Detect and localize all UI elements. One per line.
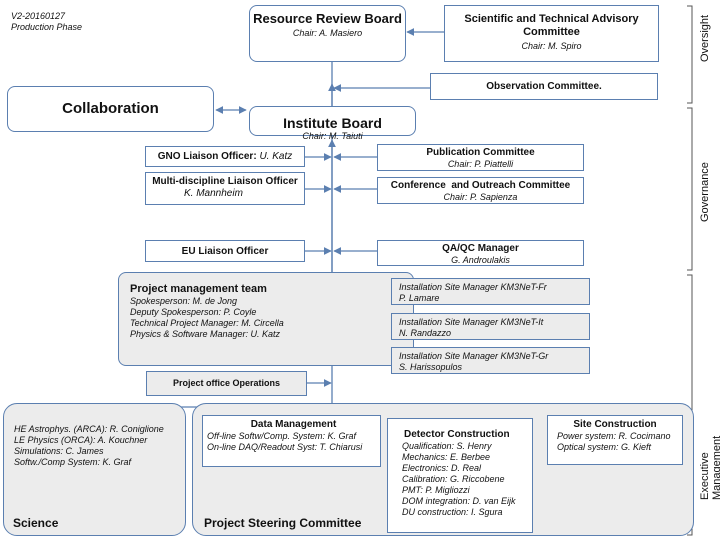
- site-construction-box: Site Construction Power system: R. Cocim…: [547, 415, 683, 465]
- multi-name: K. Mannheim: [184, 188, 243, 199]
- resource-review-board-box: Resource Review Board Chair: A. Masiero: [249, 5, 406, 62]
- pmt-line: Technical Project Manager: M. Circella: [130, 318, 284, 328]
- science-line: HE Astrophys. (ARCA): R. Coniglione: [14, 424, 164, 434]
- conference-outreach-committee-box: Conference and Outreach Committee Chair:…: [377, 177, 584, 204]
- rrb-chair: Chair: A. Masiero: [292, 28, 363, 38]
- site-manager-it-box: Installation Site Manager KM3NeT-It N. R…: [391, 313, 590, 340]
- site-manager-fr-box: Installation Site Manager KM3NeT-Fr P. L…: [391, 278, 590, 305]
- publication-committee-box: Publication Committee Chair: P. Piattell…: [377, 144, 584, 171]
- dc-line: DU construction: I. Sgura: [402, 507, 503, 517]
- executive-management-label: Executive Management: [699, 435, 720, 500]
- pmt-line: Deputy Spokesperson: P. Coyle: [130, 307, 257, 317]
- dc-line: Mechanics: E. Berbee: [402, 452, 491, 462]
- detector-construction-box: Detector Construction Qualification: S. …: [387, 418, 533, 533]
- dc-line: Electronics: D. Real: [402, 463, 482, 473]
- sc-line: Power system: R. Cocimano: [557, 431, 671, 441]
- collaboration-box: Collaboration: [7, 86, 214, 132]
- project-management-team-box: Project management team Spokesperson: M.…: [118, 272, 414, 366]
- data-management-box: Data Management Off-line Softw/Comp. Sys…: [202, 415, 381, 467]
- ib-chair: Chair: M. Taiuti: [302, 131, 363, 141]
- science-line: Softw./Comp System: K. Graf: [14, 457, 132, 467]
- poo-title: Project office Operations: [172, 378, 281, 388]
- dm-line: Off-line Softw/Comp. System: K. Graf: [207, 431, 357, 441]
- conf-chair: Chair: P. Sapienza: [443, 192, 518, 202]
- phase-label: Production Phase: [11, 22, 83, 32]
- observation-committee-box: Observation Committee.: [430, 73, 658, 100]
- dc-line: DOM integration: D. van Eijk: [402, 496, 516, 506]
- qa-title: QA/QC Manager: [442, 243, 519, 254]
- institute-board-text: Institute Board Chair: M. Taiuti: [249, 115, 416, 142]
- dc-title: Detector Construction: [404, 429, 510, 440]
- governance-label: Governance: [699, 162, 711, 222]
- dm-title: Data Management: [250, 419, 337, 430]
- gno-label: GNO Liaison Officer:: [157, 151, 257, 162]
- site1-line2: P. Lamare: [399, 293, 440, 303]
- psc-title: Project Steering Committee: [204, 516, 362, 530]
- science-line: Simulations: C. James: [14, 446, 104, 456]
- site3-line1: Installation Site Manager KM3NeT-Gr: [399, 351, 549, 361]
- site-manager-gr-box: Installation Site Manager KM3NeT-Gr S. H…: [391, 347, 590, 374]
- science-box: HE Astrophys. (ARCA): R. Coniglione LE P…: [3, 403, 186, 536]
- rrb-title: Resource Review Board: [253, 11, 402, 26]
- dc-line: Qualification: S. Henry: [402, 441, 492, 451]
- multi-discipline-liaison-box: Multi-discipline Liaison Officer K. Mann…: [145, 172, 305, 205]
- pub-chair: Chair: P. Piattelli: [447, 159, 514, 169]
- obs-title: Observation Committee.: [486, 81, 602, 92]
- collaboration-title: Collaboration: [62, 100, 159, 117]
- gno-name: U. Katz: [259, 151, 293, 162]
- pmt-line: Spokesperson: M. de Jong: [130, 296, 238, 306]
- eu-label: EU Liaison Officer: [181, 246, 269, 257]
- site2-line2: N. Randazzo: [399, 328, 452, 338]
- science-title: Science: [13, 516, 59, 530]
- sc-title: Site Construction: [573, 419, 657, 430]
- version-label: V2-20160127: [11, 11, 66, 21]
- stac-title: Scientific and Technical Advisory Commit…: [464, 13, 639, 38]
- dc-line: PMT: P. Migliozzi: [402, 485, 470, 495]
- qa-name: G. Androulakis: [451, 255, 510, 265]
- dm-line: On-line DAQ/Readout Syst: T. Chiarusi: [207, 442, 363, 452]
- dc-line: Calibration: G. Riccobene: [402, 474, 505, 484]
- ib-title: Institute Board: [283, 115, 382, 131]
- site2-line1: Installation Site Manager KM3NeT-It: [399, 317, 544, 327]
- scientific-advisory-committee-box: Scientific and Technical Advisory Commit…: [444, 5, 659, 62]
- pmt-title: Project management team: [130, 283, 267, 295]
- project-office-operations-box: Project office Operations: [146, 371, 307, 396]
- institute-board-box: [249, 106, 416, 136]
- oversight-label: Oversight: [699, 14, 711, 62]
- sc-line: Optical system: G. Kieft: [557, 442, 652, 452]
- pub-title: Publication Committee: [426, 147, 535, 158]
- pmt-line: Physics & Software Manager: U. Katz: [130, 329, 281, 339]
- multi-label: Multi-discipline Liaison Officer: [152, 176, 298, 187]
- site3-line2: S. Harissopulos: [399, 362, 463, 372]
- conf-title: Conference and Outreach Committee: [390, 180, 571, 191]
- site1-line1: Installation Site Manager KM3NeT-Fr: [399, 282, 547, 292]
- stac-chair: Chair: M. Spiro: [521, 41, 582, 51]
- eu-liaison-box: EU Liaison Officer: [145, 240, 305, 262]
- science-line: LE Physics (ORCA): A. Kouchner: [14, 435, 148, 445]
- gno-liaison-box: GNO Liaison Officer: U. Katz: [145, 146, 305, 167]
- qa-qc-manager-box: QA/QC Manager G. Androulakis: [377, 240, 584, 266]
